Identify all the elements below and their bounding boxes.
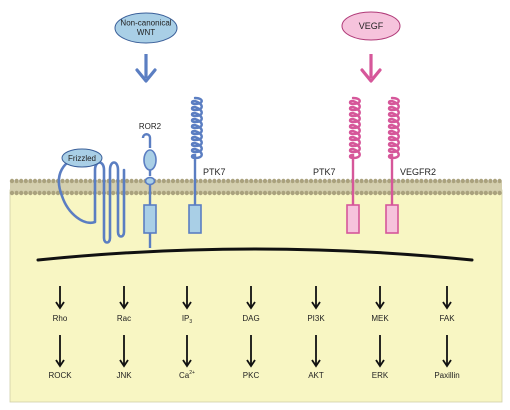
down-arrow-icon [182, 286, 192, 310]
pathway-labels: Rho Rac IP3 DAG PI3K MEK FAK ROCK JNK Ca… [48, 314, 459, 380]
down-arrow-icon [375, 335, 385, 368]
down-arrow-icon [442, 286, 452, 310]
down-arrow-icon [182, 335, 192, 368]
frizzled-receptor: Frizzled [57, 148, 126, 244]
coil-icon [387, 96, 400, 162]
wnt-label-line1: Non-canonical [120, 19, 171, 28]
pathway-label-mek: MEK [371, 314, 389, 323]
wnt-down-arrow-icon [135, 54, 157, 83]
down-arrow-icon [55, 286, 65, 310]
coil-icon [190, 96, 203, 162]
wnt-label-line2: WNT [137, 28, 155, 37]
pathway-label-dag: DAG [242, 314, 259, 323]
cell-membrane [9, 178, 502, 196]
down-arrow-icon [119, 286, 129, 310]
down-arrow-icon [119, 335, 129, 368]
pathway-label-akt: AKT [308, 371, 324, 380]
pathway-label-rho: Rho [53, 314, 68, 323]
down-arrow-icon [311, 286, 321, 310]
pathway-label-paxillin: Paxillin [434, 371, 459, 380]
vegf-down-arrow-icon [360, 54, 382, 83]
down-arrow-icon [246, 286, 256, 310]
wnt-ligand: Non-canonical WNT [114, 12, 178, 44]
pathway-label-fak: FAK [439, 314, 455, 323]
pathway-label-rock: ROCK [48, 371, 72, 380]
ptk7-receptor-right: PTK7 [313, 96, 361, 234]
pathway-arrows [55, 286, 452, 368]
ror2-label: ROR2 [139, 122, 162, 131]
ptk7-left-label: PTK7 [203, 167, 226, 177]
vegf-ligand: VEGF [341, 11, 401, 41]
pathway-label-jnk: JNK [116, 371, 132, 380]
ptk7-right-label: PTK7 [313, 167, 336, 177]
vegfr2-label: VEGFR2 [400, 167, 436, 177]
coil-icon [348, 96, 361, 162]
down-arrow-icon [55, 335, 65, 368]
ptk7-receptor-left: PTK7 [188, 96, 226, 234]
pathway-label-pi3k: PI3K [307, 314, 325, 323]
pathway-label-calcium: Ca2+ [179, 370, 195, 380]
down-arrow-icon [375, 286, 385, 310]
down-arrow-icon [246, 335, 256, 368]
pathway-label-erk: ERK [372, 371, 389, 380]
cytoplasm [9, 189, 503, 403]
down-arrow-icon [442, 335, 452, 368]
signal-integration-curve [36, 247, 474, 262]
vegf-label: VEGF [359, 21, 384, 31]
pathway-label-pkc: PKC [243, 371, 260, 380]
ror2-receptor: ROR2 [139, 122, 162, 248]
frizzled-label: Frizzled [68, 154, 96, 163]
pathway-label-rac: Rac [117, 314, 131, 323]
down-arrow-icon [311, 335, 321, 368]
vegfr2-receptor: VEGFR2 [385, 96, 436, 234]
pathway-label-ip3: IP3 [182, 314, 193, 325]
